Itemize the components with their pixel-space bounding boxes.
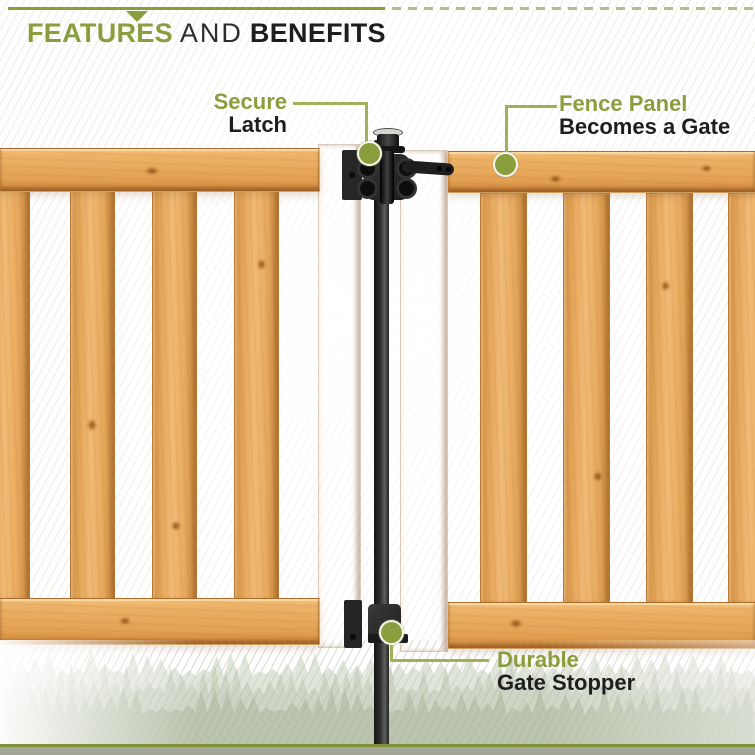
- top-rule-solid: [8, 7, 385, 10]
- callout-dot-gate-stopper: [379, 620, 404, 645]
- wood-knot: [660, 280, 671, 292]
- gate-slat: [563, 193, 610, 604]
- callout-highlight: Durable: [497, 647, 579, 672]
- wood-knot: [118, 616, 132, 626]
- wood-knot: [144, 166, 160, 176]
- wood-knot: [508, 618, 524, 629]
- post-cap-flange: [371, 146, 405, 153]
- bottom-rule: [0, 744, 755, 747]
- post-cap-body: [377, 134, 399, 148]
- callout-line-gate-stopper: [390, 641, 489, 662]
- left-panel-bottom-rail: [0, 598, 320, 645]
- wood-knot: [548, 174, 563, 184]
- gate-slat: [646, 193, 693, 604]
- stopper-plate-screw: [350, 634, 356, 640]
- gate-metal-post: [374, 140, 389, 755]
- fence-slat: [70, 188, 115, 602]
- callout-gate-stopper: Durable Gate Stopper: [497, 648, 635, 694]
- bottom-ground-strip: [0, 747, 755, 755]
- gate-slat: [480, 193, 527, 604]
- latch-arm-bolt: [437, 166, 442, 171]
- callout-fence-panel: Fence Panel Becomes a Gate: [559, 92, 730, 138]
- callout-line-secure-latch: [293, 102, 368, 144]
- top-rule-dashed: [392, 7, 755, 10]
- title-word-and: AND: [179, 18, 243, 48]
- callout-label: Latch: [228, 112, 287, 137]
- stopper-mount-plate: [344, 600, 362, 648]
- title-word-features: FEATURES: [27, 18, 173, 48]
- wood-knot: [700, 164, 713, 173]
- left-panel-top-rail: [0, 148, 320, 192]
- gate-slat: [728, 193, 755, 604]
- gate-hinge-stile: [400, 150, 448, 652]
- wood-knot: [170, 520, 182, 532]
- fence-slat: [234, 188, 279, 602]
- latch-assembly: [340, 126, 458, 206]
- latch-bolt: [396, 178, 417, 199]
- callout-highlight: Secure: [213, 89, 287, 114]
- fence-slat: [152, 188, 197, 602]
- callout-secure-latch: Secure Latch: [100, 90, 287, 136]
- latch-plate-screw: [349, 172, 355, 178]
- latch-arm-bolt: [446, 167, 451, 172]
- callout-line-fence-panel: [505, 105, 557, 155]
- fence-slat: [0, 188, 30, 602]
- latch-center-rod: [380, 151, 394, 204]
- callout-dot-fence-panel: [493, 152, 518, 177]
- callout-label: Gate Stopper: [497, 670, 636, 695]
- callout-highlight: Fence Panel: [559, 91, 688, 116]
- latch-bolt: [357, 178, 378, 199]
- wood-knot: [256, 258, 267, 271]
- callout-label: Becomes a Gate: [559, 114, 731, 139]
- wood-knot: [592, 470, 604, 483]
- left-panel-end-stile: [318, 144, 361, 648]
- wood-knot: [86, 418, 98, 432]
- down-arrow-icon: [126, 11, 148, 22]
- title-word-benefits: BENEFITS: [249, 18, 386, 48]
- callout-dot-secure-latch: [357, 141, 382, 166]
